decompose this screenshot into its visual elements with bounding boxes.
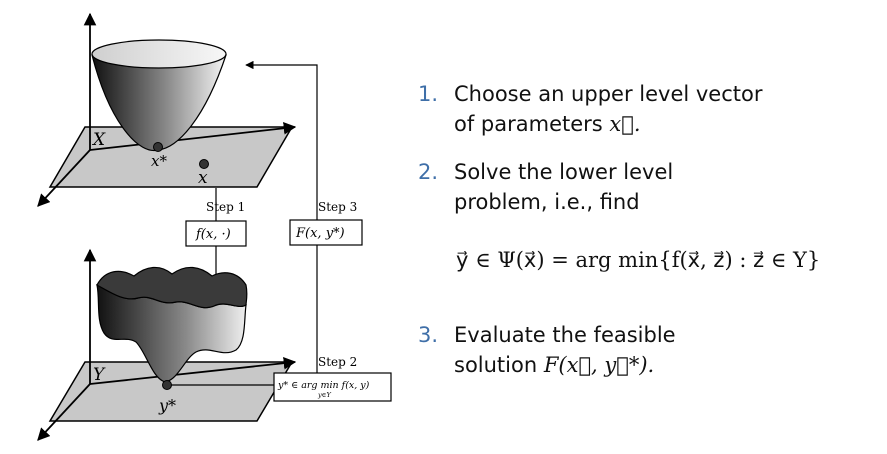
step-text: of parameters (454, 112, 610, 136)
step1-box (185, 220, 247, 247)
lower-x-axis (89, 356, 297, 385)
step-number: 2. (418, 160, 439, 184)
step-number: 3. (418, 323, 439, 347)
step3-box (289, 219, 363, 246)
x-label: x (198, 168, 208, 188)
step-item-2: 2. Solve the lower level problem, i.e., f… (418, 157, 673, 217)
y-star-label: y* (158, 396, 176, 415)
step-text: Evaluate the feasible (454, 323, 676, 347)
step3-box-text: F(x, y*) (295, 226, 345, 241)
lower-y-axis (37, 383, 91, 441)
step2-box-text: y* ∈ arg min f(x, y) (277, 380, 370, 391)
x-star-point (153, 142, 163, 152)
step2-box (273, 372, 392, 402)
step1-box-text: f(x, ·) (195, 227, 231, 242)
step-math: x⃗. (609, 112, 641, 136)
step-math: F(x⃗, y⃗*). (543, 353, 655, 377)
algorithm-steps: 1. Choose an upper level vector of parame… (418, 0, 887, 454)
bilevel-diagram: X x* x Step 1 f(x, ·) Y y* Step 2 y* ∈ a… (37, 12, 392, 441)
step-text: Solve the lower level (454, 160, 674, 184)
upper-x-axis (89, 122, 297, 151)
lower-wavy-top (96, 266, 248, 309)
upper-plane-label: X (91, 130, 106, 150)
upper-plane (48, 126, 294, 188)
step-text: Choose an upper level vector (454, 82, 763, 106)
step-item-3: 3. Evaluate the feasible solution F(x⃗, y… (418, 320, 676, 380)
step1-label: Step 1 (206, 200, 245, 214)
lower-plane (48, 361, 294, 422)
step-item-1: 1. Choose an upper level vector of parame… (418, 79, 762, 139)
x-star-label: x* (151, 152, 167, 170)
step-text: problem, i.e., find (454, 190, 640, 214)
lower-plane-label: Y (93, 365, 106, 385)
step-text: solution (454, 353, 544, 377)
step-number: 1. (418, 82, 439, 106)
y-star-point (162, 380, 172, 390)
step3-label: Step 3 (318, 200, 357, 214)
step2-box-subscript: y∈Y (317, 391, 331, 399)
lower-level-equation: y⃗ ∈ Ψ(x⃗) = arg min{f(x⃗, z⃗) : z⃗ ∈ Y} (456, 248, 821, 272)
step2-label: Step 2 (318, 355, 357, 369)
upper-y-axis (37, 149, 91, 207)
step3-return-arrow (245, 60, 318, 220)
upper-paraboloid-rim (91, 39, 227, 69)
x-point (199, 159, 209, 169)
